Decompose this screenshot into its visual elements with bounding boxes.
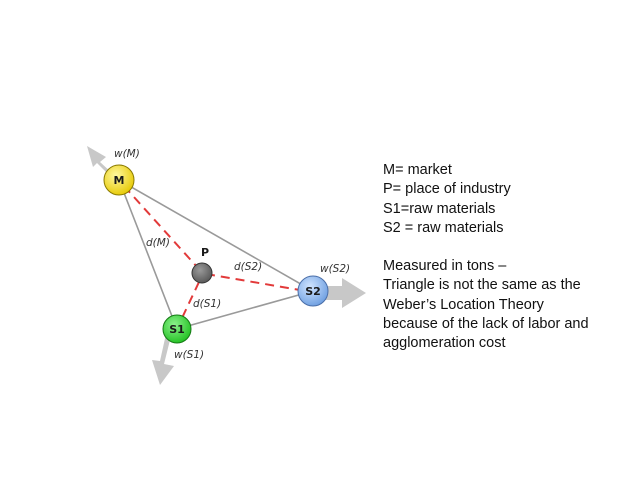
distance-line-m	[123, 185, 199, 269]
distance-line-s2	[205, 273, 301, 291]
legend-text: M= market P= place of industry S1=raw ma…	[383, 161, 633, 354]
legend-spacer	[383, 238, 633, 257]
weight-arrow-s1	[152, 334, 174, 385]
node-m-label: M	[114, 174, 125, 187]
legend-note-line-1: Measured in tons –	[383, 258, 507, 275]
legend-line-industry: P= place of industry	[383, 181, 511, 198]
weight-arrow-s2	[322, 278, 366, 308]
legend-line-market: M= market	[383, 162, 452, 178]
legend-line-s1: S1=raw materials	[383, 200, 496, 217]
location-triangle-diagram: M P S1 S2 w(M) d(M) d(S2) w(S2) d(S1) w(…	[87, 146, 366, 385]
node-s1-raw-material	[162, 314, 192, 344]
triangle-outline	[117, 178, 316, 330]
label-d-m: d(M)	[146, 237, 170, 249]
legend-note-line-4: because of the lack of labor and	[383, 316, 589, 333]
label-w-m: w(M)	[114, 148, 140, 160]
node-m-market	[103, 164, 135, 196]
node-p-label: P	[201, 246, 209, 259]
weight-arrow-m	[87, 146, 113, 176]
label-d-s1: d(S1)	[193, 298, 221, 310]
legend-note-line-5: agglomeration cost	[383, 335, 506, 352]
node-s2-label: S2	[305, 285, 321, 298]
node-p-industry	[191, 262, 213, 284]
legend-note-line-2: Triangle is not the same as the	[383, 277, 581, 294]
legend-note-line-3: Weber’s Location Theory	[383, 296, 544, 313]
label-w-s1: w(S1)	[174, 349, 204, 361]
distance-line-s1	[181, 281, 200, 319]
label-w-s2: w(S2)	[320, 263, 350, 275]
node-s2-raw-material	[297, 275, 329, 307]
node-s1-label: S1	[169, 323, 185, 336]
legend-line-s2: S2 = raw materials	[383, 219, 504, 236]
label-d-s2: d(S2)	[234, 261, 262, 273]
